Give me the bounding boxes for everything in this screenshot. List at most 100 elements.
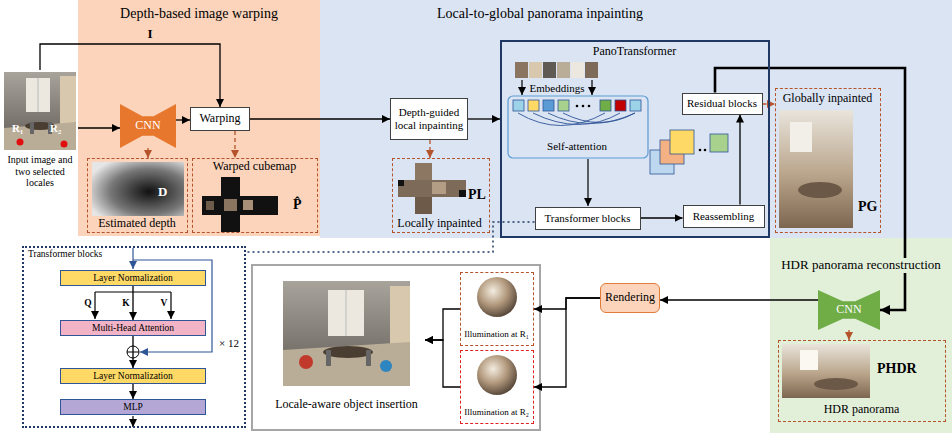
result-box-text: PG	[858, 199, 877, 215]
annotation: Q	[84, 298, 91, 309]
result-box-text: D	[158, 185, 167, 200]
layer-box-text: Layer Normalization	[93, 371, 172, 382]
input-image-text: R₂	[50, 122, 61, 135]
process-box-text: Rendering	[605, 291, 655, 305]
cnn-block: CNN	[818, 290, 880, 330]
output-frame	[252, 265, 540, 430]
input-photo	[38, 78, 39, 112]
cnn-block: CNN	[120, 104, 176, 148]
layer-box-text: Layer Normalization	[93, 273, 172, 284]
inserted-scene	[326, 350, 331, 366]
connector	[246, 222, 535, 252]
orange-region	[78, 0, 320, 236]
connector	[40, 44, 220, 107]
result-box-text: Estimated depth	[88, 217, 186, 231]
orange-region	[78, 0, 320, 236]
cnn-shape	[818, 290, 880, 330]
connector	[250, 118, 390, 119]
connector	[132, 384, 133, 399]
process-box-text: Residual blocks	[687, 97, 757, 110]
result-box: D Estimated depth	[87, 158, 188, 233]
token-cubes	[558, 100, 569, 111]
result-box: PHDR HDR panorama	[778, 340, 946, 422]
token-cubes	[508, 96, 648, 206]
process-box: Transformer blocks	[535, 207, 641, 230]
inserted-scene	[283, 281, 410, 386]
process-box: Warping	[190, 107, 250, 131]
output-scene-text: Locale-aware object insertion	[268, 398, 425, 412]
inset-ground	[22, 246, 246, 428]
input-photo	[4, 72, 76, 150]
patch-strip	[529, 62, 542, 78]
connector	[468, 118, 500, 119]
connector	[425, 309, 460, 340]
layer-box: Layer Normalization	[60, 270, 206, 286]
warped-cubemap	[202, 177, 278, 232]
edge-label: I	[147, 27, 152, 42]
patch-strip	[521, 80, 522, 95]
process-box: Reassembling	[683, 205, 765, 228]
blue-region	[320, 0, 952, 238]
token-cubes	[528, 100, 539, 111]
illumination-box-text: Illumination at R₂	[461, 407, 532, 417]
result-box-text: HDR panorama	[779, 403, 944, 417]
process-box-text: Depth-guided local inpainting	[393, 106, 465, 131]
input-image-text: R₁	[12, 122, 23, 135]
feature-maps	[650, 130, 728, 174]
connector	[234, 131, 235, 158]
global-panorama	[779, 110, 853, 228]
inserted-scene	[283, 281, 410, 386]
module-frame-text: PanoTransformer	[502, 45, 767, 59]
annotation: × 12	[219, 337, 239, 350]
connector	[176, 119, 190, 120]
detail-inset-text: Transformer blocks	[28, 249, 102, 260]
inserted-scene	[366, 350, 371, 366]
warped-cubemap	[221, 177, 240, 196]
process-box-text: Reassembling	[693, 210, 755, 223]
process-box-text: Transformer blocks	[544, 212, 630, 225]
light-probe	[477, 355, 517, 395]
connector	[425, 340, 460, 387]
layer-box-text: MLP	[123, 402, 143, 413]
annotation: V	[161, 298, 168, 309]
hdr-panorama	[782, 344, 870, 398]
connector	[429, 140, 430, 158]
warped-cubemap	[221, 215, 240, 232]
inset-ground	[22, 246, 246, 428]
process-box: Residual blocks	[682, 93, 763, 115]
warped-cubemap	[202, 196, 278, 215]
cnn-shape	[120, 104, 176, 148]
local-cubemap	[415, 197, 432, 214]
layer-box: MLP	[60, 399, 206, 415]
hdr-panorama	[800, 350, 818, 370]
feature-maps	[710, 134, 728, 152]
local-cubemap	[398, 180, 466, 197]
token-cubes	[582, 105, 585, 108]
inset-wiring	[132, 416, 133, 427]
local-cubemap	[432, 182, 446, 194]
connector	[534, 298, 600, 309]
connector	[147, 148, 148, 158]
local-cubemap	[459, 190, 466, 197]
global-panorama	[798, 182, 842, 198]
connector	[641, 217, 683, 218]
inserted-scene	[299, 355, 313, 369]
token-cubes	[630, 100, 641, 111]
output-scene: Locale-aware object insertion	[268, 278, 425, 422]
warped-cubemap	[206, 201, 214, 210]
result-box-text: PHDR	[877, 361, 917, 377]
annotation: Embeddings	[530, 82, 585, 95]
input-photo	[30, 122, 34, 134]
layer-box: Multi-Head Attention	[60, 320, 206, 336]
green-region	[770, 238, 952, 433]
module-frame: PanoTransformerTransformer blocks Residua…	[500, 40, 770, 238]
local-cubemap	[415, 163, 432, 180]
global-panorama	[790, 122, 812, 152]
depth-map	[92, 162, 184, 216]
patch-strip	[571, 62, 584, 78]
patch-strip	[515, 62, 598, 95]
cnn-block-text: CNN	[836, 303, 861, 317]
stage-region: HDR panorama reconstructionCNNPHDRHDR pa…	[770, 238, 952, 433]
feature-maps	[699, 149, 702, 152]
